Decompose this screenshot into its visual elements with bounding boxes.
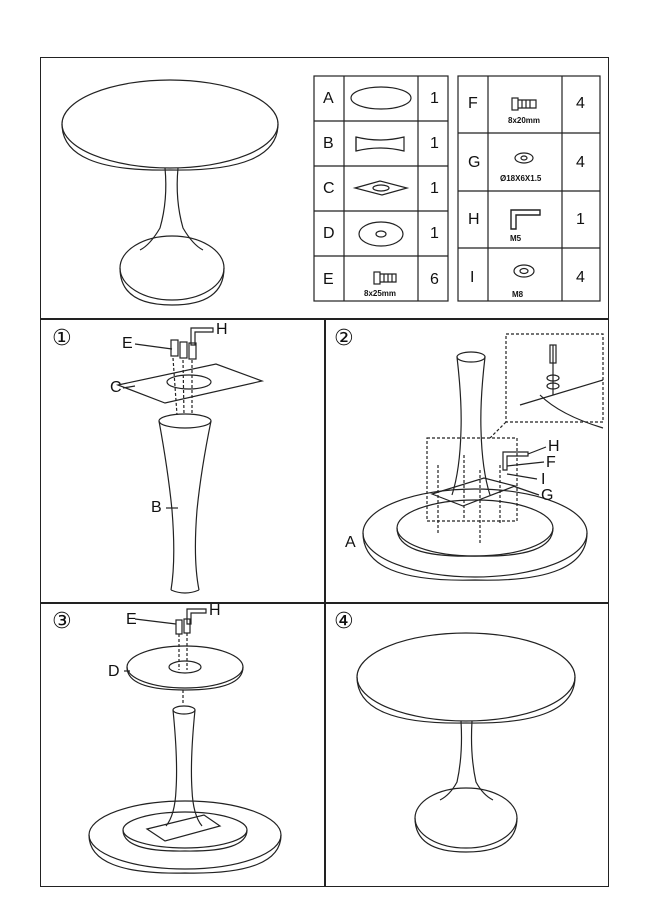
part-letter-b: B	[323, 135, 334, 152]
overview-table-illustration	[61, 79, 279, 306]
step3-label-h: H	[209, 602, 221, 619]
step2-number: ②	[334, 326, 354, 351]
step1-label-b: B	[151, 499, 162, 516]
step1-number: ①	[52, 326, 72, 351]
step2-illustration	[362, 333, 604, 581]
part-letter-i: I	[470, 269, 475, 286]
part-qty-h: 1	[576, 211, 585, 228]
part-letter-c: C	[323, 180, 335, 197]
part-qty-f: 4	[576, 95, 585, 112]
part-caption-f: 8x20mm	[508, 116, 541, 125]
step1-illustration	[115, 327, 265, 594]
part-letter-f: F	[468, 95, 478, 112]
part-caption-h: M5	[510, 234, 522, 243]
part-caption-g: Ø18X6X1.5	[500, 174, 542, 183]
step2-label-i: I	[541, 471, 546, 488]
part-letter-e: E	[323, 271, 334, 288]
step1-label-c: C	[110, 379, 122, 396]
step3-number: ③	[52, 609, 72, 634]
part-caption-e: 8x25mm	[364, 289, 397, 298]
parts-table-right	[457, 75, 601, 302]
step2-label-h: H	[548, 438, 560, 455]
part-qty-d: 1	[430, 225, 439, 242]
step4-assembled-table	[356, 632, 576, 853]
part-qty-a: 1	[430, 90, 439, 107]
part-letter-h: H	[468, 211, 480, 228]
part-letter-d: D	[323, 225, 335, 242]
part-letter-a: A	[323, 90, 334, 107]
part-qty-b: 1	[430, 135, 439, 152]
part-caption-i: M8	[512, 290, 524, 299]
part-qty-i: 4	[576, 269, 585, 286]
step3-illustration	[88, 608, 282, 874]
part-letter-g: G	[468, 154, 481, 171]
step3-label-e: E	[126, 611, 137, 628]
step2-label-a: A	[345, 534, 356, 551]
step2-label-f: F	[546, 454, 556, 471]
step4-number: ④	[334, 609, 354, 634]
step1-label-h: H	[216, 321, 228, 338]
part-qty-g: 4	[576, 154, 585, 171]
part-qty-e: 6	[430, 271, 439, 288]
divider-vertical	[324, 318, 326, 887]
parts-table-left	[313, 75, 449, 302]
part-qty-c: 1	[430, 180, 439, 197]
step2-label-g: G	[541, 487, 554, 504]
step1-label-e: E	[122, 335, 133, 352]
step3-label-d: D	[108, 663, 120, 680]
